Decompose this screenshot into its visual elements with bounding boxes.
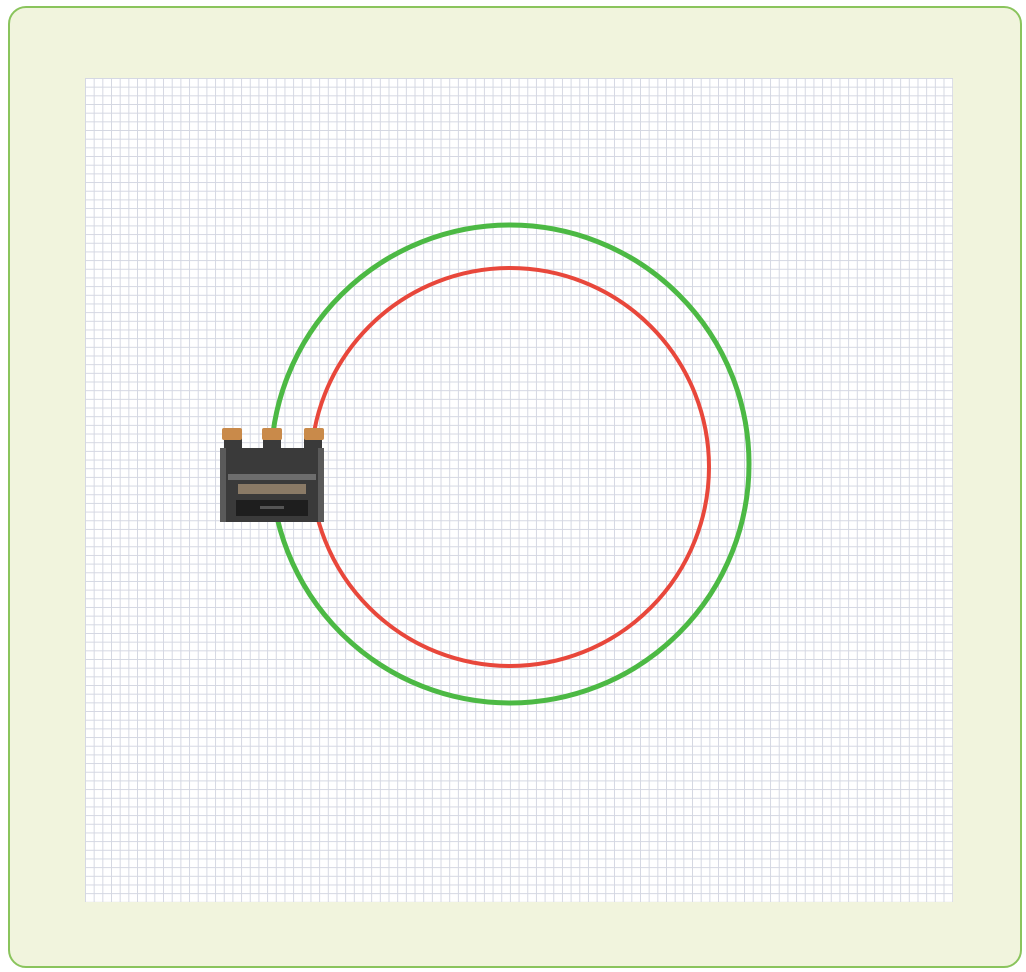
inner-circle-path xyxy=(311,268,709,666)
robot-icon xyxy=(220,428,324,522)
outer-circle-path xyxy=(271,225,749,703)
